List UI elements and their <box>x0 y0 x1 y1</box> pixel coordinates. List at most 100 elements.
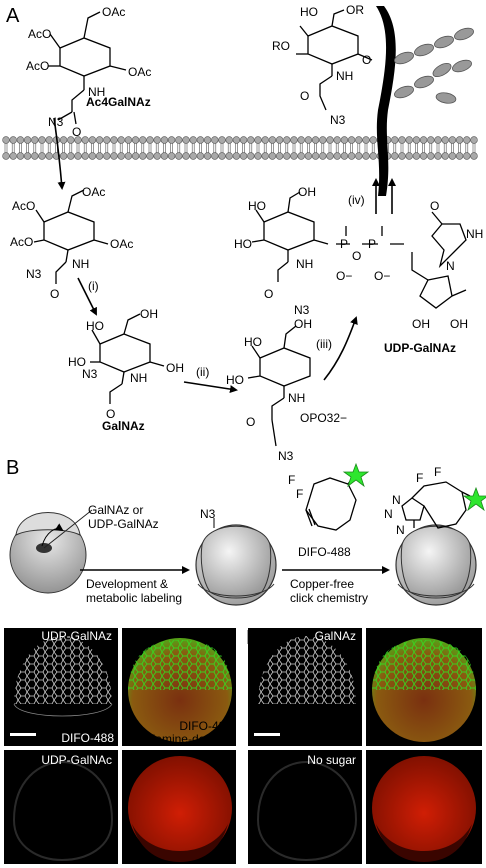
lipid-tail <box>134 148 137 153</box>
lipid-head <box>167 136 176 144</box>
d-top-left-label: GalNAz <box>315 629 356 643</box>
lipid-tail <box>436 143 440 148</box>
lipid-tail <box>105 143 109 148</box>
micrograph-c-bottom-left <box>4 750 118 864</box>
lipid-tail <box>62 143 65 148</box>
lipid-head <box>59 136 68 144</box>
lipid-tail <box>263 143 267 148</box>
lipid-tail <box>47 143 51 148</box>
lipid-tail <box>19 143 22 148</box>
lipid-head <box>110 152 118 160</box>
lipid-head <box>405 152 413 160</box>
intermediate-n3: N3 <box>26 267 42 281</box>
lipid-tail <box>11 148 15 153</box>
galnaz1p-oh-top: OH <box>294 317 312 331</box>
ac4galnaz-oac-right: OAc <box>128 65 151 79</box>
step-iii-label: (iii) <box>316 337 332 351</box>
difo-f2: F <box>296 487 303 501</box>
lipid-tail <box>249 143 253 148</box>
lipid-tail <box>292 143 296 148</box>
lipid-head <box>232 136 241 144</box>
lipid-head <box>369 152 377 160</box>
lipid-tail <box>47 148 51 153</box>
micrograph-d-bottom-right <box>366 750 482 864</box>
lipid-head <box>2 152 10 160</box>
lipid-head <box>189 136 197 144</box>
galnaz-1-phosphate-structure: HO OH HO NH OPO32− O N3 <box>226 317 347 463</box>
lipid-head <box>362 136 370 144</box>
lipid-tail <box>472 143 476 148</box>
lipid-tail <box>83 148 87 153</box>
lipid-tail <box>163 143 166 148</box>
surface-ro: RO <box>272 39 290 53</box>
lipid-head <box>59 152 68 160</box>
lipid-head <box>347 152 356 160</box>
lipid-tail <box>184 143 188 148</box>
lipid-head <box>398 136 406 144</box>
lipid-head <box>124 136 133 144</box>
lipid-head <box>16 152 25 160</box>
ac4galnaz-n3: N3 <box>48 115 64 129</box>
lipid-tail <box>33 143 37 148</box>
lipid-head <box>16 136 25 144</box>
udp-nh-base: NH <box>466 227 483 241</box>
lipid-tail <box>357 148 361 153</box>
lipid-head <box>297 136 305 144</box>
lipid-head <box>275 136 284 144</box>
udp-o-bridge: O <box>352 249 361 263</box>
lipid-tail <box>415 143 418 148</box>
lipid-tail <box>40 143 44 148</box>
injection-label-line1: GalNAz or <box>88 503 143 517</box>
lipid-head <box>311 152 320 160</box>
lipid-tail <box>400 143 404 148</box>
lipid-head <box>355 152 363 160</box>
lipid-tail <box>314 143 317 148</box>
lipid-tail <box>141 148 145 153</box>
ac4galnaz-aco-mid: AcO <box>26 59 49 73</box>
lipid-tail <box>278 143 281 148</box>
lipid-tail <box>371 143 375 148</box>
intermediate-nh: NH <box>72 257 89 271</box>
lipid-head <box>275 152 284 160</box>
galnaz1p-opo3: OPO32− <box>300 411 347 425</box>
lipid-tail <box>69 148 73 153</box>
lipid-tail <box>4 143 8 148</box>
lipid-head <box>23 152 32 160</box>
lipid-head <box>167 152 176 160</box>
embryo-clicked <box>395 481 486 606</box>
lipid-tail <box>271 148 274 153</box>
surface-ho: HO <box>300 5 318 19</box>
lipid-head <box>268 152 277 160</box>
lipid-head <box>131 136 140 144</box>
lipid-head <box>304 136 313 144</box>
uptake-arrow <box>53 117 66 190</box>
lipid-tail <box>4 148 8 153</box>
panel-label-b: B <box>6 457 19 479</box>
lipid-tail <box>371 148 375 153</box>
click-label-line2: click chemistry <box>290 591 368 605</box>
lipid-tail <box>163 148 166 153</box>
galnaz1p-ho-mid: HO <box>226 373 244 387</box>
micrograph-c-top-left <box>4 628 118 746</box>
lipid-head <box>369 136 377 144</box>
lipid-tail <box>271 143 274 148</box>
udp-p2: P <box>368 237 376 251</box>
c-top-left-label: UDP-GalNAz <box>41 629 112 643</box>
ac4galnaz-nh: NH <box>88 85 105 99</box>
d-bottom-left-label: No sugar <box>307 753 356 767</box>
lipid-head <box>283 152 291 160</box>
lipid-tail <box>407 143 411 148</box>
lipid-head <box>218 136 226 144</box>
lipid-tail <box>472 148 476 153</box>
difo-label: DIFO-488 <box>298 545 351 559</box>
protein-backbone <box>376 6 396 196</box>
lipid-head <box>38 136 46 144</box>
lipid-head <box>254 136 262 144</box>
galnaz1p-n3: N3 <box>278 449 294 463</box>
lipid-tail <box>76 143 80 148</box>
lipid-head <box>247 136 255 144</box>
lipid-head <box>139 152 147 160</box>
lipid-head <box>74 136 82 144</box>
step-iv-label: (iv) <box>348 193 365 207</box>
